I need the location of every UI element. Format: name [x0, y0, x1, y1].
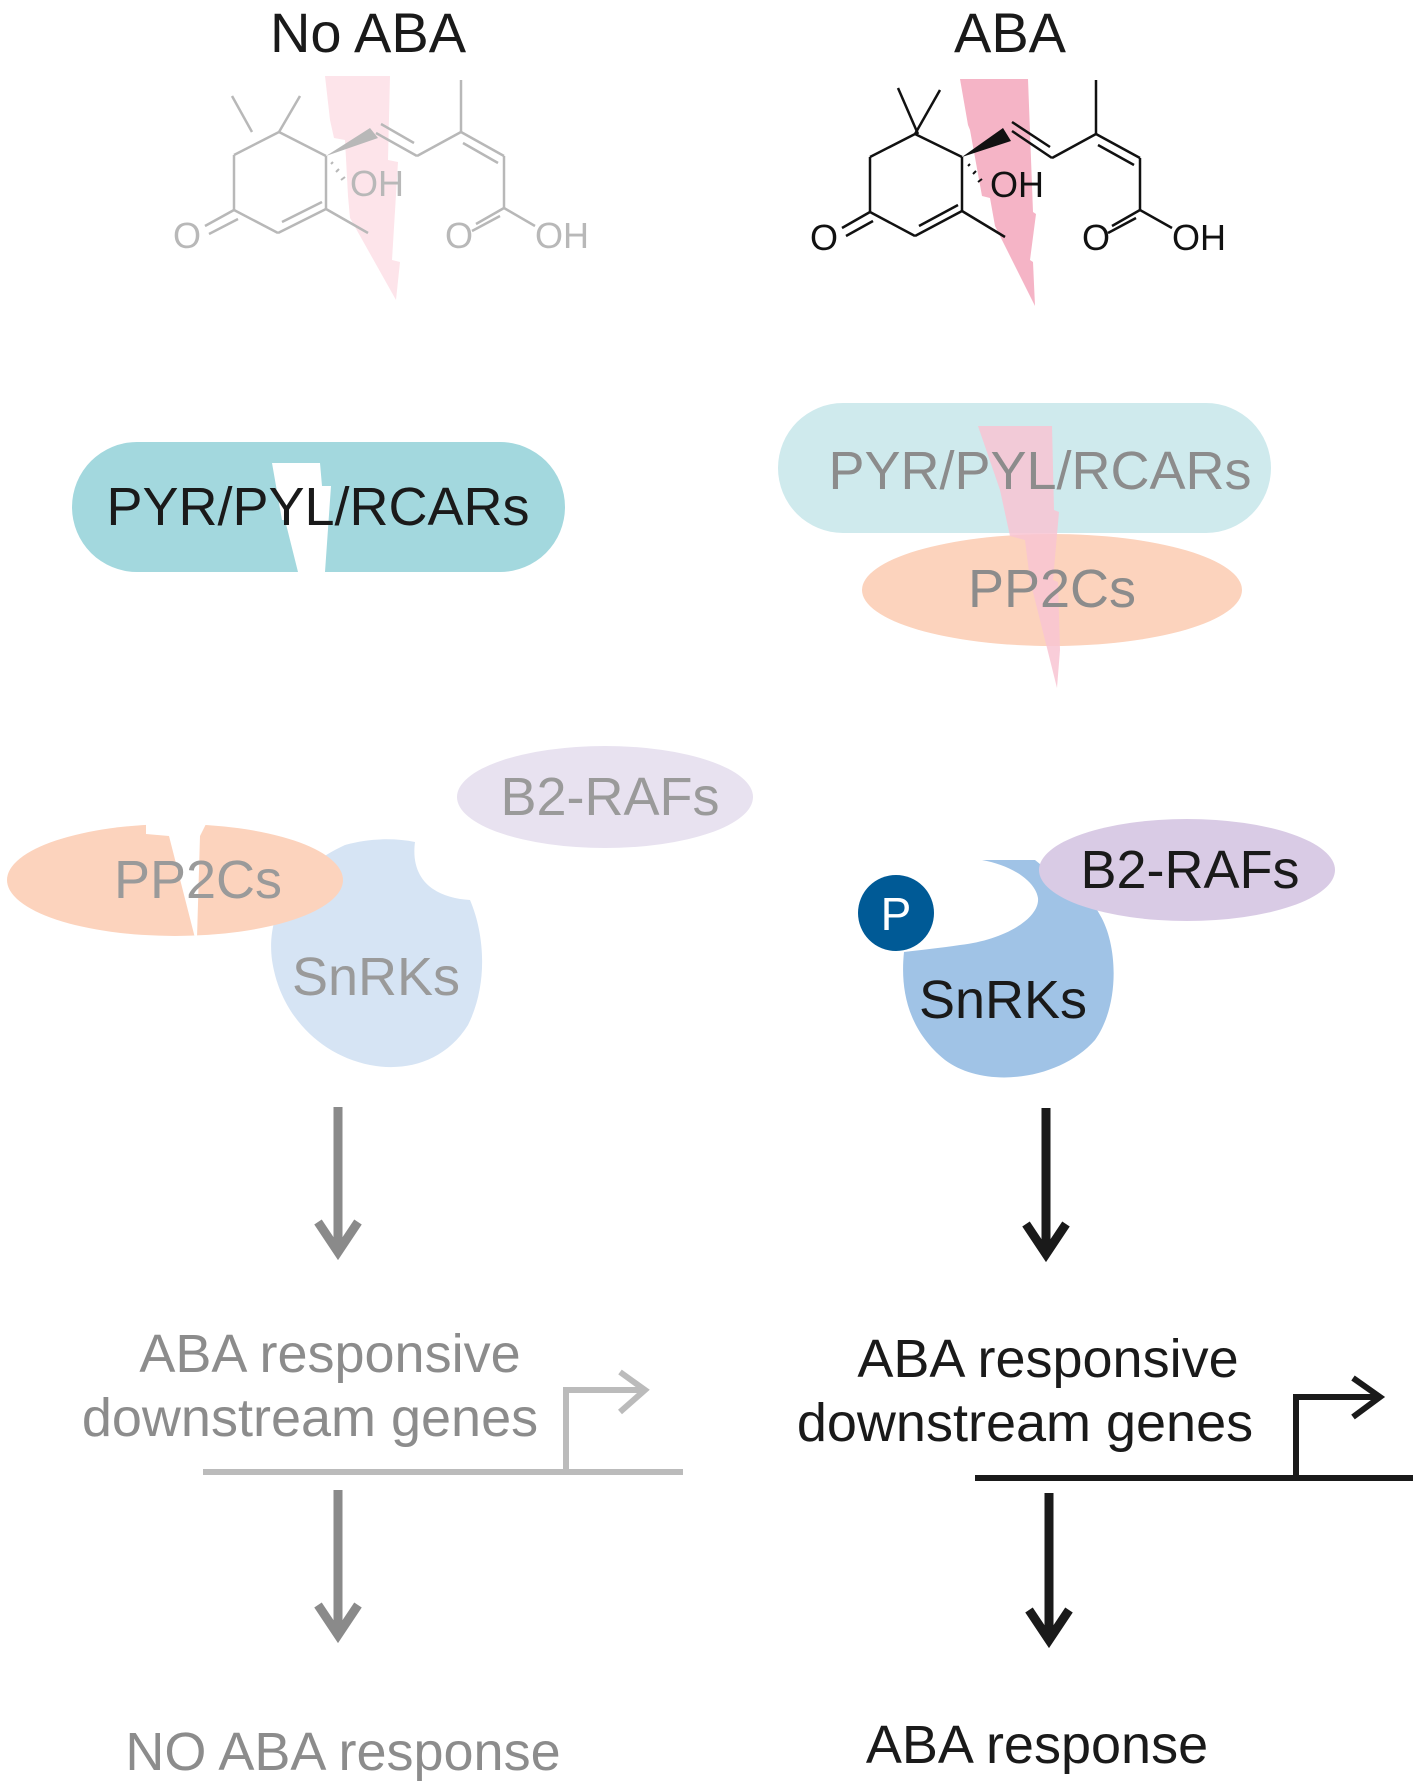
acid-hydroxyl-label: OH: [1172, 217, 1226, 258]
response-label: ABA response: [866, 1715, 1208, 1775]
panel-title-no-aba: No ABA: [270, 1, 467, 64]
acid-oxygen-label: O: [445, 215, 473, 256]
panel-title-aba: ABA: [954, 1, 1067, 64]
phosphate-label: P: [881, 888, 912, 940]
pp2c-label: PP2Cs: [968, 559, 1136, 619]
phosphate-circle: [858, 875, 934, 951]
raf-shape: [457, 746, 753, 848]
genes-label-line2: downstream genes: [82, 1388, 538, 1448]
promoter-arrow-icon: [203, 1369, 683, 1475]
receptor-complex-left: PYR/PYL/RCARs: [72, 442, 565, 572]
pp2c-shape: [7, 824, 343, 936]
genes-left: ABA responsive downstream genes: [82, 1324, 683, 1475]
crack-shape: [146, 824, 206, 938]
panel-aba: ABA: [778, 1, 1413, 1775]
phosphate-badge: P: [858, 875, 934, 951]
receptor-label: PYR/PYL/RCARs: [828, 441, 1251, 501]
snrk-label: SnRKs: [292, 947, 460, 1007]
raf-right: B2-RAFs: [1039, 819, 1335, 921]
ketone-oxygen-label: O: [810, 217, 838, 258]
response-label: NO ABA response: [125, 1722, 560, 1782]
genes-label-line2: downstream genes: [797, 1393, 1253, 1453]
promoter-arrow-icon: [975, 1375, 1413, 1481]
raf-label: B2-RAFs: [1080, 840, 1299, 900]
genes-label-line1: ABA responsive: [857, 1329, 1238, 1389]
ketone-oxygen-label: O: [173, 215, 201, 256]
receptor-label: PYR/PYL/RCARs: [106, 477, 529, 537]
arrow-down-icon: [314, 1107, 362, 1261]
hydroxyl-label: OH: [350, 163, 404, 204]
raf-label: B2-RAFs: [500, 767, 719, 827]
hydroxyl-label: OH: [990, 164, 1044, 205]
acid-hydroxyl-label: OH: [535, 215, 589, 256]
genes-label-line1: ABA responsive: [139, 1324, 520, 1384]
pp2c-label: PP2Cs: [114, 850, 282, 910]
panel-no-aba: No ABA: [7, 1, 753, 1782]
raf-shape: [1039, 819, 1335, 921]
aba-molecule-faded: OH O O OH: [173, 76, 589, 300]
snrk-shape: [903, 860, 1114, 1078]
aba-molecule: OH O O OH: [810, 79, 1226, 306]
snrk-complex-right: SnRKs: [903, 860, 1114, 1078]
lightning-bolt-icon: [978, 426, 1060, 688]
lightning-bolt-icon: [325, 76, 400, 300]
arrow-down-icon: [1025, 1493, 1073, 1649]
acid-oxygen-label: O: [1082, 217, 1110, 258]
snrk-label: SnRKs: [919, 970, 1087, 1030]
raf-left: B2-RAFs: [457, 746, 753, 848]
receptor-pp2c-complex: PYR/PYL/RCARs PP2Cs: [778, 403, 1271, 688]
pp2c-left: PP2Cs: [7, 824, 343, 938]
crack-shape: [272, 463, 331, 572]
genes-right: ABA responsive downstream genes: [797, 1329, 1413, 1481]
arrow-down-icon: [314, 1490, 362, 1644]
arrow-down-icon: [1022, 1108, 1070, 1263]
